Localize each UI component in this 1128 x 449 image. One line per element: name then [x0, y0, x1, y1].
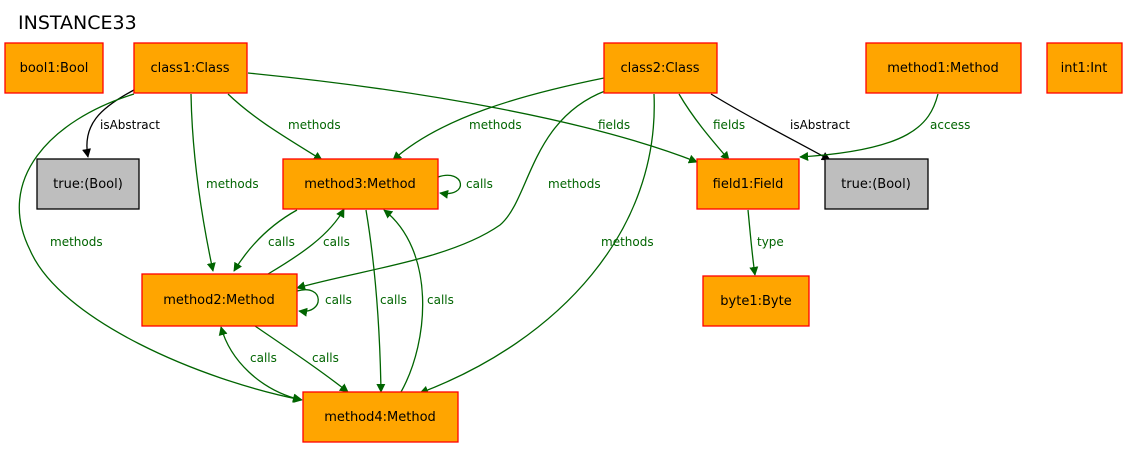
edge-label: calls: [380, 293, 407, 307]
edge-class1-methods-method2: methods: [190, 93, 259, 272]
edge-label: calls: [427, 293, 454, 307]
edge-class1-isabstract: isAbstract: [82, 89, 160, 158]
edge-method1-access-field1: access: [799, 93, 970, 161]
edge-class2-methods-method3: methods: [392, 77, 605, 161]
edge-line: [678, 93, 730, 161]
node-label: byte1:Byte: [720, 294, 791, 309]
edge-class2-fields-field1: fields: [678, 93, 745, 161]
node-label: int1:Int: [1061, 61, 1108, 76]
node-method4[interactable]: method4:Method: [302, 391, 459, 443]
edge-method3-calls-self: calls: [437, 174, 493, 199]
node-label: true:(Bool): [53, 177, 123, 192]
edge-class2-isabstract: isAbstract: [710, 93, 850, 161]
node-label: method2:Method: [163, 293, 275, 308]
edge-line: [218, 326, 302, 403]
node-byte1[interactable]: byte1:Byte: [702, 275, 810, 327]
edge-line: [190, 93, 216, 272]
node-method2[interactable]: method2:Method: [141, 273, 298, 327]
edge-method2-calls-self: calls: [296, 289, 352, 317]
edge-line: [710, 93, 831, 161]
nodes: bool1:Bool class1:Class true:(Bool) meth…: [4, 42, 1123, 443]
edges: isAbstract methods methods methods field…: [18, 72, 970, 403]
node-label: class1:Class: [150, 61, 229, 76]
node-label: class2:Class: [620, 61, 699, 76]
edge-line: [437, 174, 462, 199]
edge-line: [82, 89, 135, 158]
edge-label: calls: [268, 235, 295, 249]
edge-label: methods: [601, 235, 654, 249]
edge-label: methods: [288, 118, 341, 132]
edge-label: calls: [323, 235, 350, 249]
edge-label: fields: [598, 118, 630, 132]
edge-method4-calls-method3: calls: [383, 209, 454, 393]
node-label: method1:Method: [887, 61, 999, 76]
edge-label: calls: [466, 177, 493, 191]
edge-class2-methods-method2: methods: [296, 90, 606, 291]
diagram-title: INSTANCE33: [18, 12, 137, 34]
edge-line: [296, 90, 606, 291]
node-true2[interactable]: true:(Bool): [824, 158, 929, 210]
node-label: field1:Field: [713, 177, 784, 192]
edge-line: [799, 93, 939, 161]
edge-line: [233, 209, 298, 272]
edge-label: access: [930, 118, 970, 132]
edge-label: methods: [50, 235, 103, 249]
edge-label: calls: [325, 293, 352, 307]
edge-label: isAbstract: [790, 118, 850, 132]
edge-class1-fields-field1: fields: [247, 72, 698, 164]
edge-field1-type-byte1: type: [747, 209, 784, 276]
edge-line: [18, 93, 303, 403]
edge-label: calls: [312, 351, 339, 365]
node-method1[interactable]: method1:Method: [865, 42, 1022, 94]
node-method3[interactable]: method3:Method: [282, 158, 439, 210]
node-true1[interactable]: true:(Bool): [36, 158, 140, 210]
edge-method3-calls-method4: calls: [365, 209, 407, 393]
edge-label: methods: [469, 118, 522, 132]
edge-line: [227, 93, 323, 161]
node-bool1[interactable]: bool1:Bool: [4, 42, 104, 94]
edge-method2-calls-method3: calls: [267, 208, 350, 275]
edge-method4-calls-method2: calls: [218, 326, 302, 403]
edge-method2-calls-method4: calls: [254, 325, 349, 393]
node-label: bool1:Bool: [20, 61, 89, 76]
edge-method3-calls-method2: calls: [233, 209, 298, 272]
edge-line: [254, 325, 349, 393]
edge-line: [392, 77, 605, 161]
edge-label: type: [757, 235, 784, 249]
edge-class1-methods-method3: methods: [227, 93, 341, 161]
edge-line: [247, 72, 698, 164]
edge-label: methods: [548, 177, 601, 191]
edge-line: [296, 289, 319, 317]
edge-line: [419, 93, 655, 395]
node-field1[interactable]: field1:Field: [696, 158, 800, 210]
node-int1[interactable]: int1:Int: [1046, 42, 1123, 94]
edge-line: [747, 209, 759, 276]
edge-line: [267, 208, 345, 275]
node-class2[interactable]: class2:Class: [603, 42, 718, 94]
edge-label: isAbstract: [100, 118, 160, 132]
node-class1[interactable]: class1:Class: [133, 42, 248, 94]
node-label: method4:Method: [324, 410, 436, 425]
edge-line: [383, 209, 424, 393]
node-label: true:(Bool): [841, 177, 911, 192]
edge-class1-methods-method4: methods: [18, 93, 303, 403]
node-label: method3:Method: [304, 177, 416, 192]
edge-label: methods: [206, 177, 259, 191]
edge-label: fields: [713, 118, 745, 132]
edge-line: [365, 209, 386, 393]
edge-class2-methods-method4: methods: [419, 93, 655, 395]
edge-label: calls: [250, 351, 277, 365]
